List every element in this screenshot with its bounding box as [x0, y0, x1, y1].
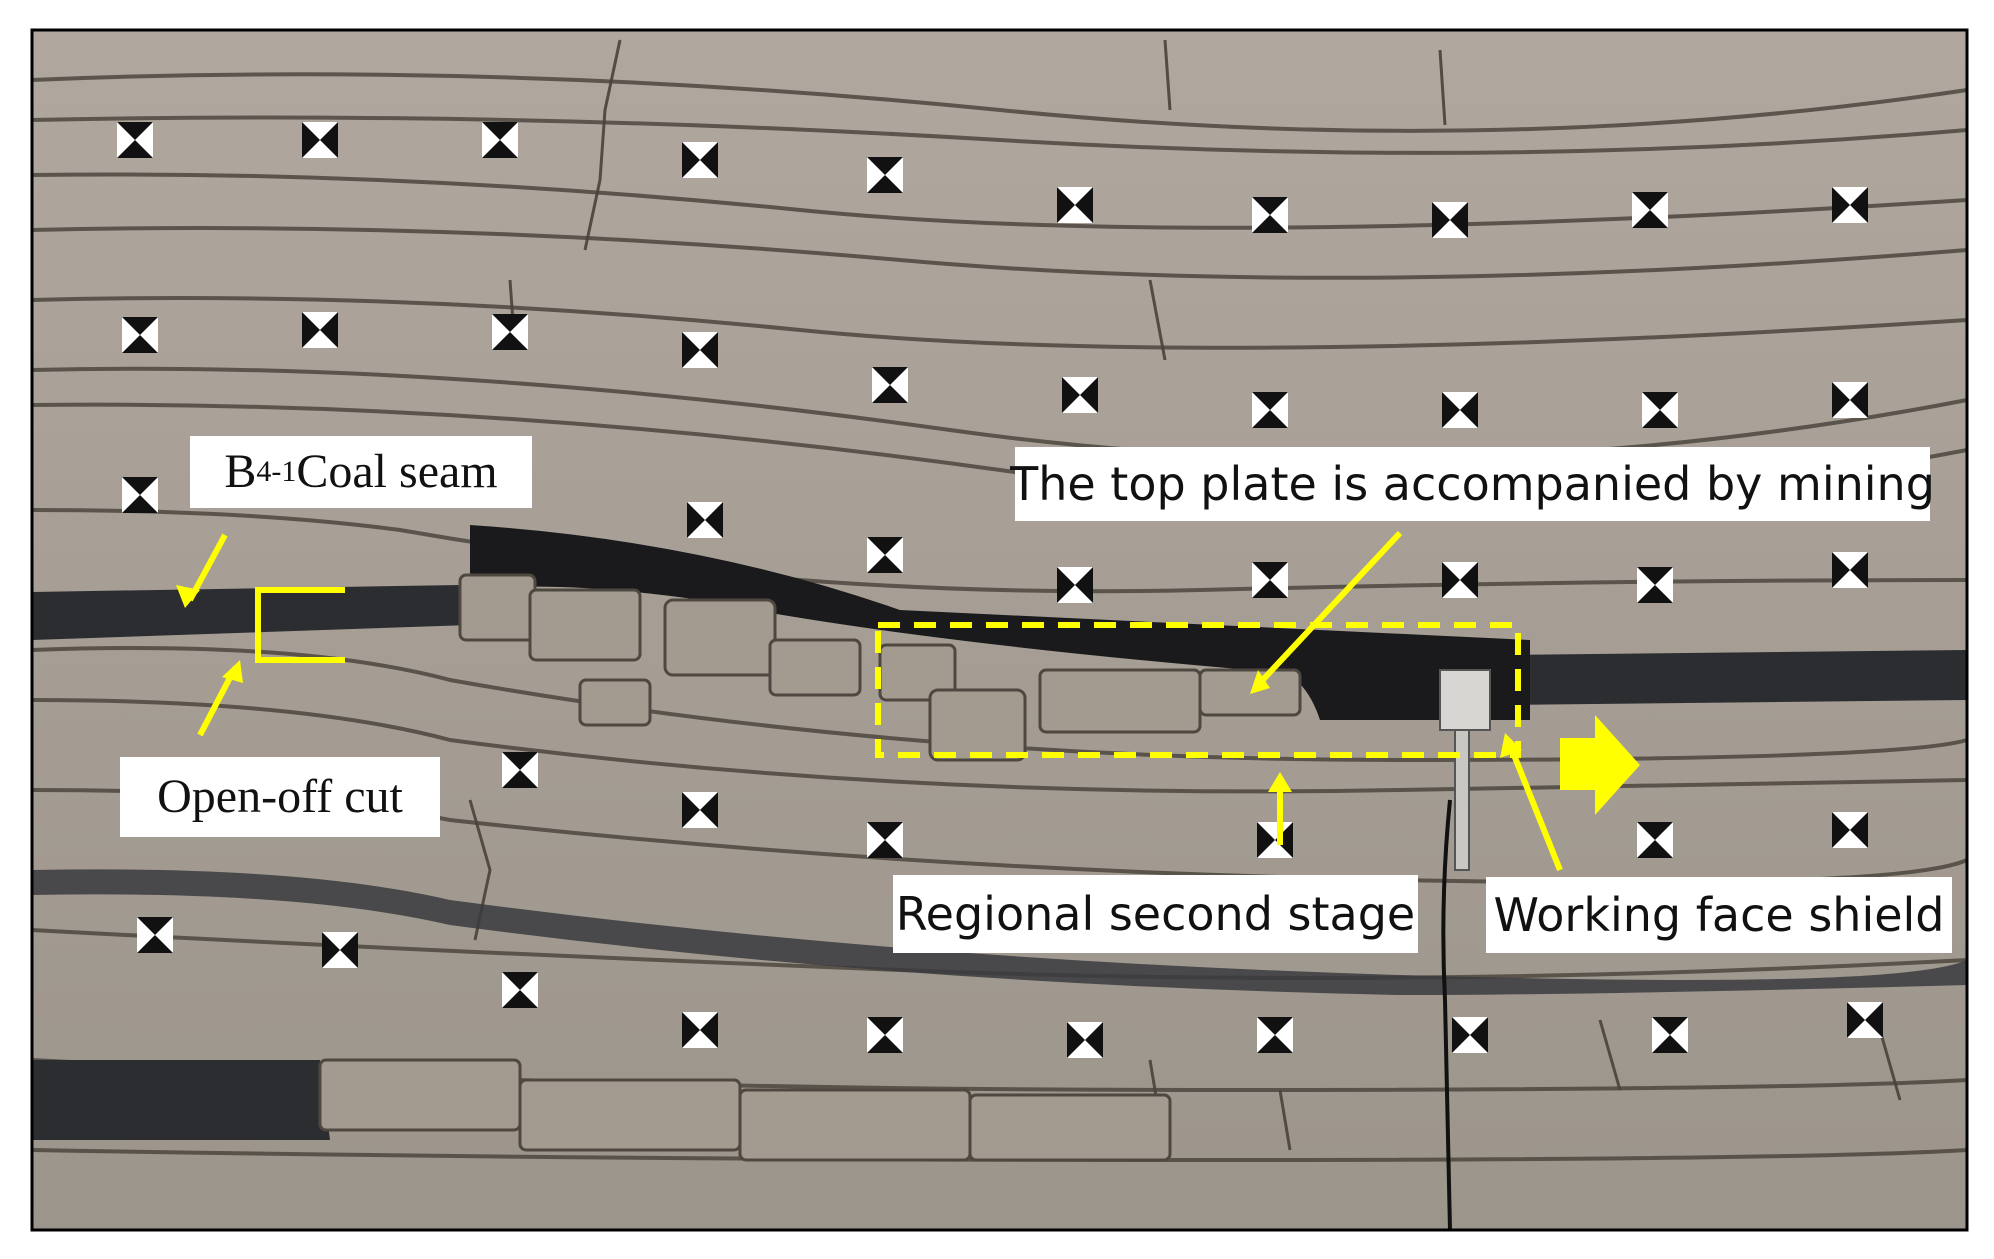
- target-marker: [1057, 187, 1093, 223]
- regional-second-stage-dashed-box: [875, 622, 1521, 758]
- target-marker: [1057, 567, 1093, 603]
- top-plate-text: The top plate is accompanied by mining: [1010, 457, 1935, 511]
- coal-seam-label-subscript: 4-1: [256, 455, 297, 488]
- annotation-graphics: [187, 530, 1563, 872]
- target-marker: [1067, 1022, 1103, 1058]
- open-off-cut-text: Open-off cut: [157, 770, 403, 823]
- target-marker: [867, 1017, 903, 1053]
- target-marker: [687, 502, 723, 538]
- target-marker: [322, 932, 358, 968]
- working-face-shield-arrow: [1507, 743, 1563, 872]
- coal-seam-main-left: [32, 585, 470, 640]
- target-marker: [1252, 562, 1288, 598]
- target-marker: [1847, 1002, 1883, 1038]
- target-marker: [122, 317, 158, 353]
- target-marker: [1452, 1017, 1488, 1053]
- target-marker: [1642, 392, 1678, 428]
- regional-second-stage-text: Regional second stage: [895, 887, 1416, 941]
- open-off-cut-bracket: [255, 587, 345, 663]
- target-marker: [502, 752, 538, 788]
- regional-second-stage-label: Regional second stage: [893, 875, 1418, 953]
- target-marker: [682, 332, 718, 368]
- working-face-shield-label: Working face shield: [1486, 877, 1952, 953]
- figure-frame: [30, 28, 1969, 1232]
- target-marker: [867, 822, 903, 858]
- target-marker: [682, 1012, 718, 1048]
- target-marker: [1432, 202, 1468, 238]
- target-marker: [682, 142, 718, 178]
- target-marker: [682, 792, 718, 828]
- working-face-shield-equipment: [1439, 669, 1491, 1231]
- target-marker: [1252, 197, 1288, 233]
- target-marker: [1637, 822, 1673, 858]
- annotation-arrowheads: [176, 585, 1640, 815]
- target-marker: [137, 917, 173, 953]
- target-marker: [1062, 377, 1098, 413]
- coal-seam-lower: [32, 1060, 330, 1140]
- working-face-shield-text: Working face shield: [1493, 888, 1945, 942]
- collapsed-rock-blocks: [318, 573, 1302, 1162]
- target-marker: [1632, 192, 1668, 228]
- target-marker: [117, 122, 153, 158]
- target-marker: [1832, 187, 1868, 223]
- target-marker: [1442, 562, 1478, 598]
- target-marker: [1652, 1017, 1688, 1053]
- target-marker: [1637, 567, 1673, 603]
- target-marker: [502, 972, 538, 1008]
- target-marker: [1442, 392, 1478, 428]
- target-marker: [1832, 552, 1868, 588]
- top-plate-arrow: [1255, 530, 1403, 688]
- target-marker: [1832, 382, 1868, 418]
- coal-seam-middle: [32, 869, 1967, 995]
- target-marker: [122, 477, 158, 513]
- open-off-cut-arrow: [197, 666, 238, 737]
- target-marker: [482, 122, 518, 158]
- target-marker: [867, 157, 903, 193]
- target-marker: [1257, 1017, 1293, 1053]
- mining-direction-arrow: [1560, 715, 1640, 815]
- target-marker: [302, 312, 338, 348]
- target-marker: [1257, 822, 1293, 858]
- top-plate-label: The top plate is accompanied by mining: [1010, 447, 1935, 521]
- target-marker: [1252, 392, 1288, 428]
- target-marker: [302, 122, 338, 158]
- target-marker: [867, 537, 903, 573]
- target-marker: [872, 367, 908, 403]
- target-marker: [1832, 812, 1868, 848]
- coal-seam-main-right: [1500, 650, 1967, 705]
- coal-seam-label-prefix: B: [224, 445, 257, 498]
- open-off-cut-label: Open-off cut: [120, 757, 440, 837]
- coal-seam-label-suffix: Coal seam: [296, 445, 498, 498]
- displacement-markers: [117, 122, 1883, 1058]
- target-marker: [492, 314, 528, 350]
